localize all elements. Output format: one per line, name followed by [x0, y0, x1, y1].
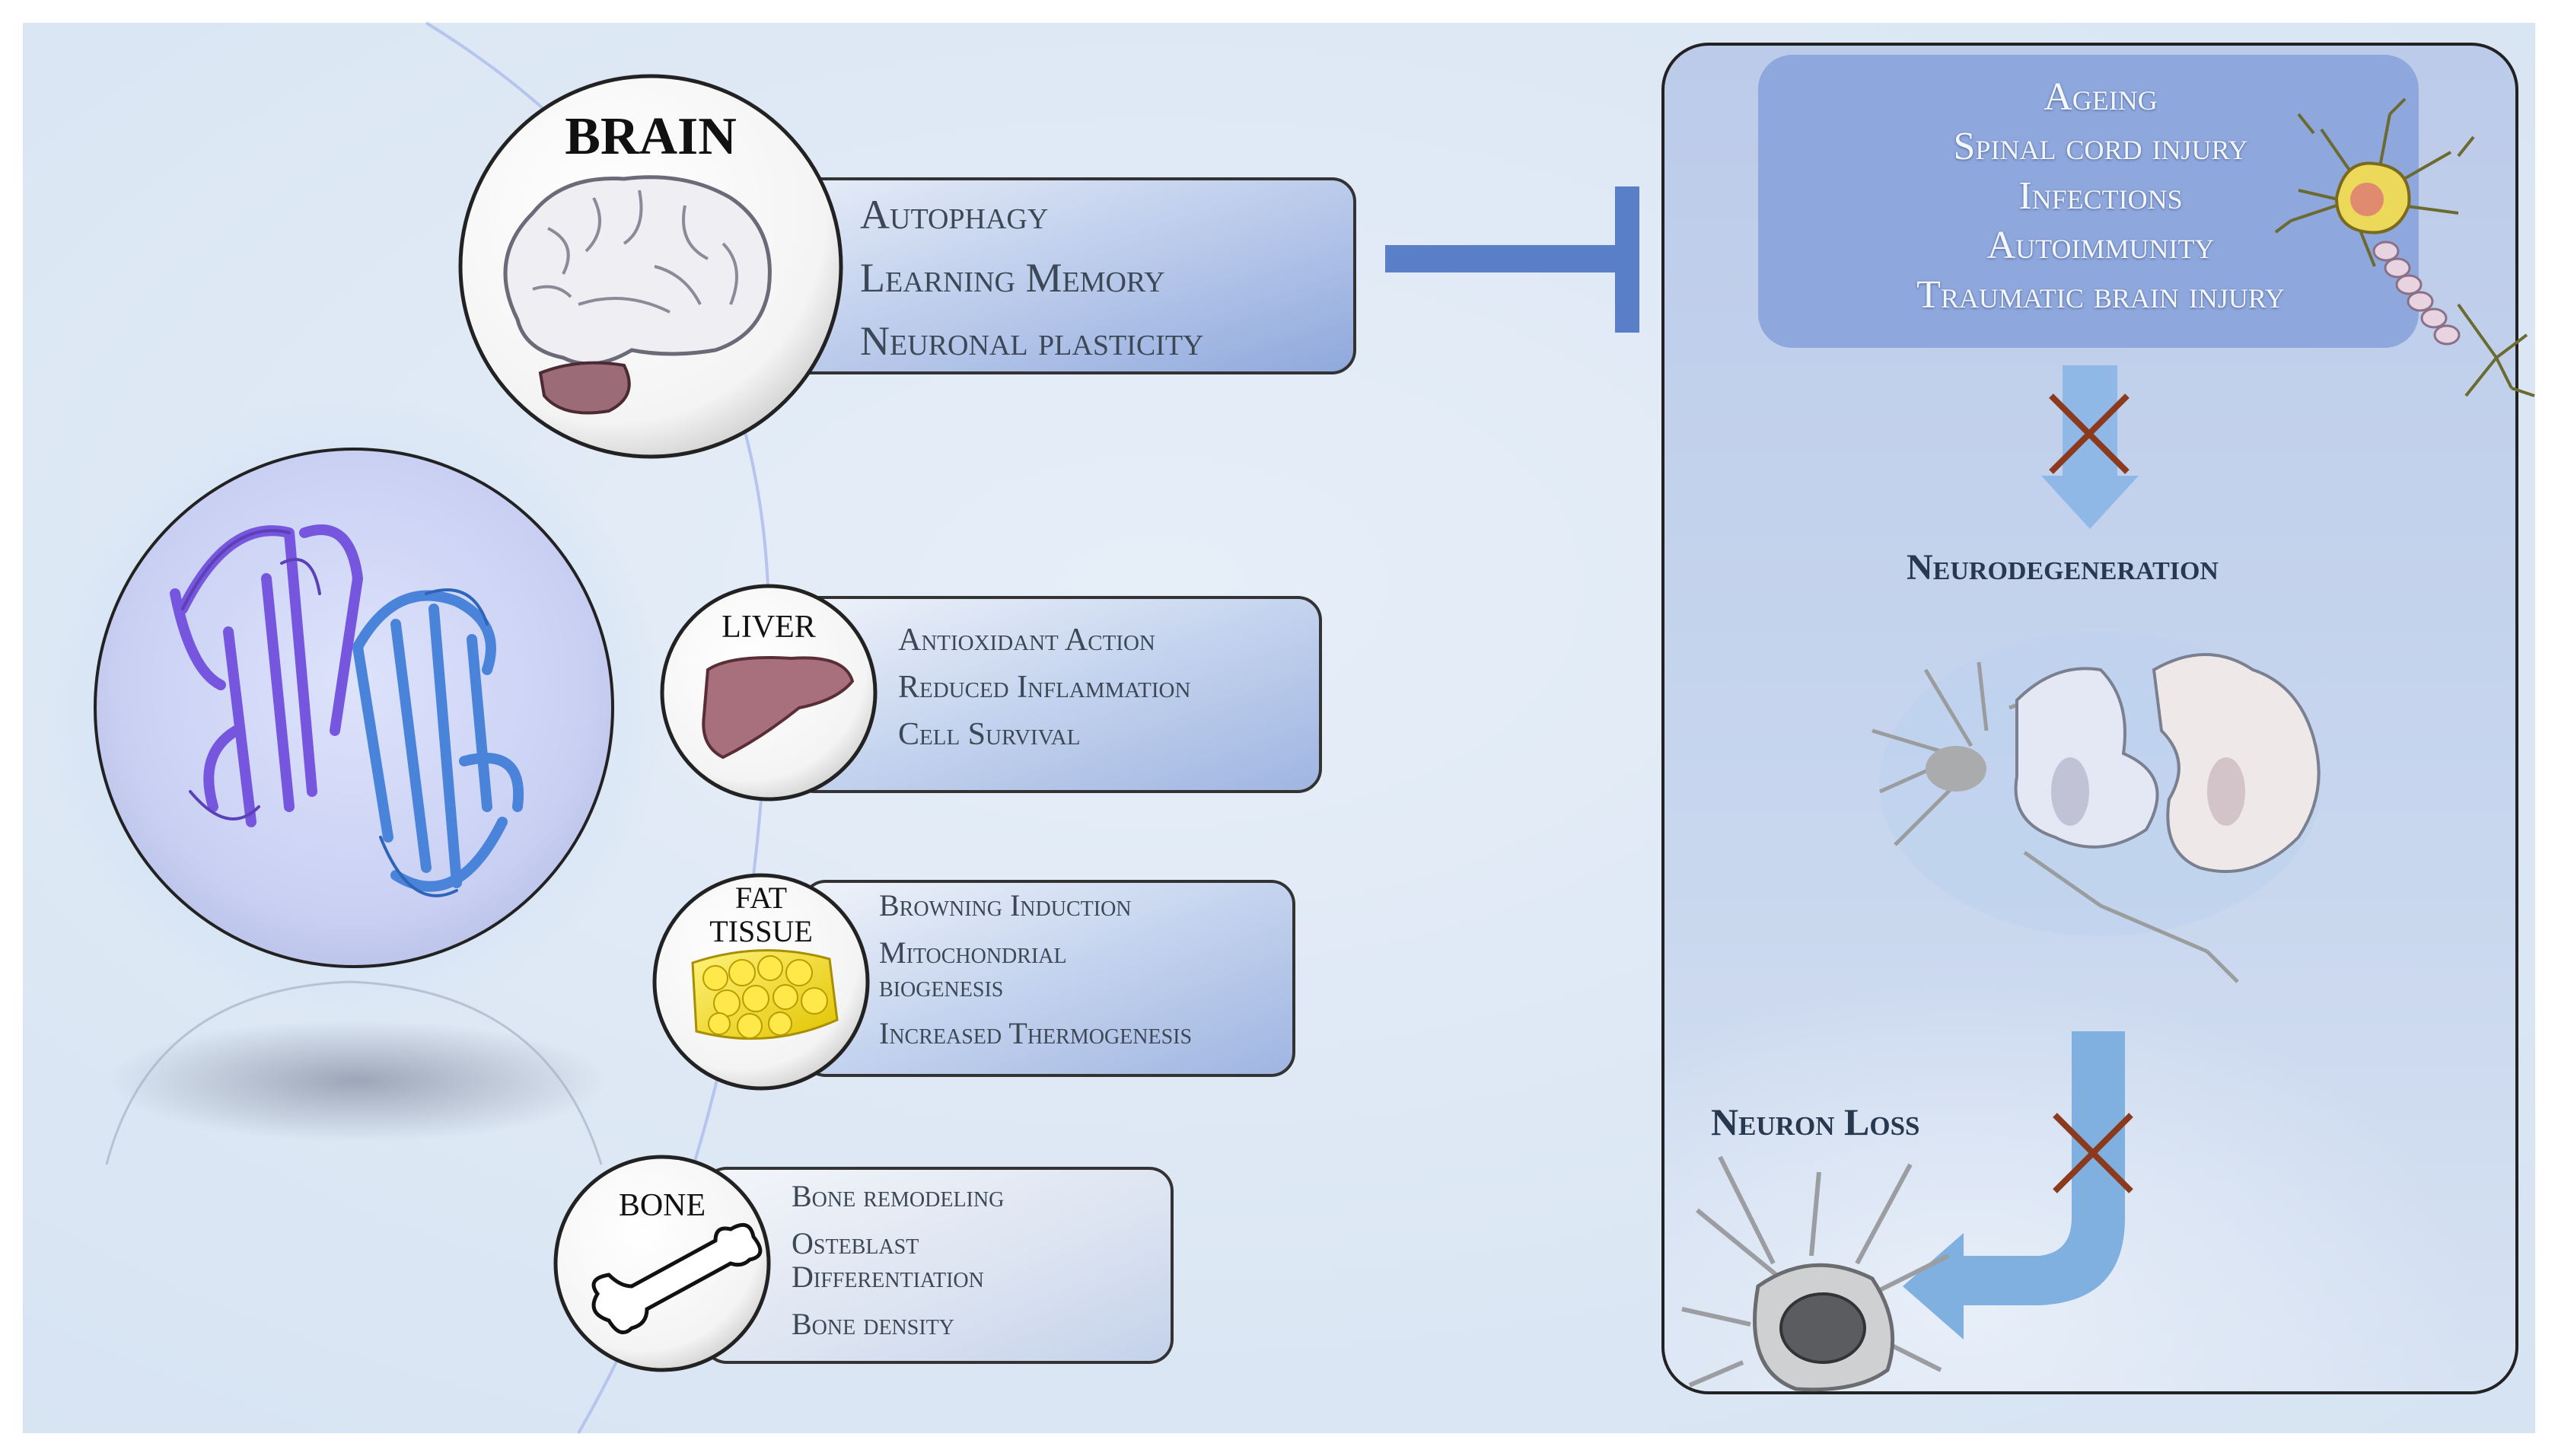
neurodegeneration-label: Neurodegeneration [1907, 547, 2219, 588]
fat-effect-2b: biogenesis [879, 969, 1004, 1003]
protein-circle [94, 448, 614, 968]
bone-effects-list: Bone remodeling Osteblast Differentiatio… [792, 1181, 1004, 1356]
bone-icon [591, 1222, 763, 1335]
causes-list: Ageing Spinal cord injury Infections Aut… [1766, 72, 2435, 320]
neurodegenerated-brain-icon [1872, 632, 2321, 983]
brain-icon [503, 175, 772, 415]
fat-effect-3: Increased Thermogenesis [879, 1016, 1193, 1050]
fat-effect-2a: Mitochondrial [879, 935, 1067, 970]
fat-tissue-icon [691, 949, 839, 1040]
brain-effect-3: Neuronal plasticity [860, 318, 1204, 364]
fat-title-line2: TISSUE [709, 914, 813, 948]
brain-effect-2: Learning Memory [860, 255, 1165, 301]
brain-effects-list: Autophagy Learning Memory Neuronal plast… [860, 194, 1203, 384]
liver-effects-list: Antioxidant Action Reduced Inflammation … [898, 624, 1190, 766]
liver-effect-3: Cell Survival [898, 717, 1081, 752]
fat-effect-1: Browning Induction [879, 888, 1132, 922]
bone-effect-2a: Osteblast [792, 1226, 919, 1260]
bone-effect-1: Bone remodeling [792, 1179, 1005, 1213]
liver-title: LIVER [722, 610, 816, 645]
bone-title: BONE [618, 1188, 706, 1223]
cause-spinal-cord-injury: Spinal cord injury [1953, 125, 2248, 168]
cause-ageing: Ageing [2044, 75, 2158, 119]
causes-box [1758, 55, 2419, 348]
liver-effect-1: Antioxidant Action [898, 623, 1155, 658]
dying-neuron-icon [1681, 1155, 1950, 1392]
curved-arrow-blocked [1903, 1031, 2125, 1340]
inhibition-bar [1615, 186, 1639, 333]
protein-structure-icon [170, 524, 524, 897]
cross-icon [2049, 393, 2130, 474]
neuron-loss-label: Neuron Loss [1711, 1101, 1920, 1143]
cause-traumatic-brain-injury: Traumatic brain injury [1916, 273, 2285, 317]
bone-effect-2b: Differentiation [792, 1260, 984, 1294]
cross-icon-2 [2053, 1113, 2133, 1193]
inhibition-arrow [1385, 245, 1621, 272]
fat-title: FAT TISSUE [700, 881, 822, 948]
liver-icon [702, 656, 855, 760]
cause-infections: Infections [2018, 174, 2183, 218]
bone-effect-3: Bone density [792, 1307, 954, 1341]
brain-effect-1: Autophagy [860, 192, 1049, 237]
fat-effects-list: Browning Induction Mitochondrial biogene… [879, 890, 1192, 1066]
brain-title: BRAIN [565, 107, 737, 166]
liver-effect-2: Reduced Inflammation [898, 670, 1191, 705]
cause-autoimmunity: Autoimmunity [1986, 224, 2215, 267]
protein-reflection [107, 1020, 609, 1142]
fat-title-line1: FAT [734, 881, 788, 915]
neuron-icon [2274, 97, 2535, 397]
